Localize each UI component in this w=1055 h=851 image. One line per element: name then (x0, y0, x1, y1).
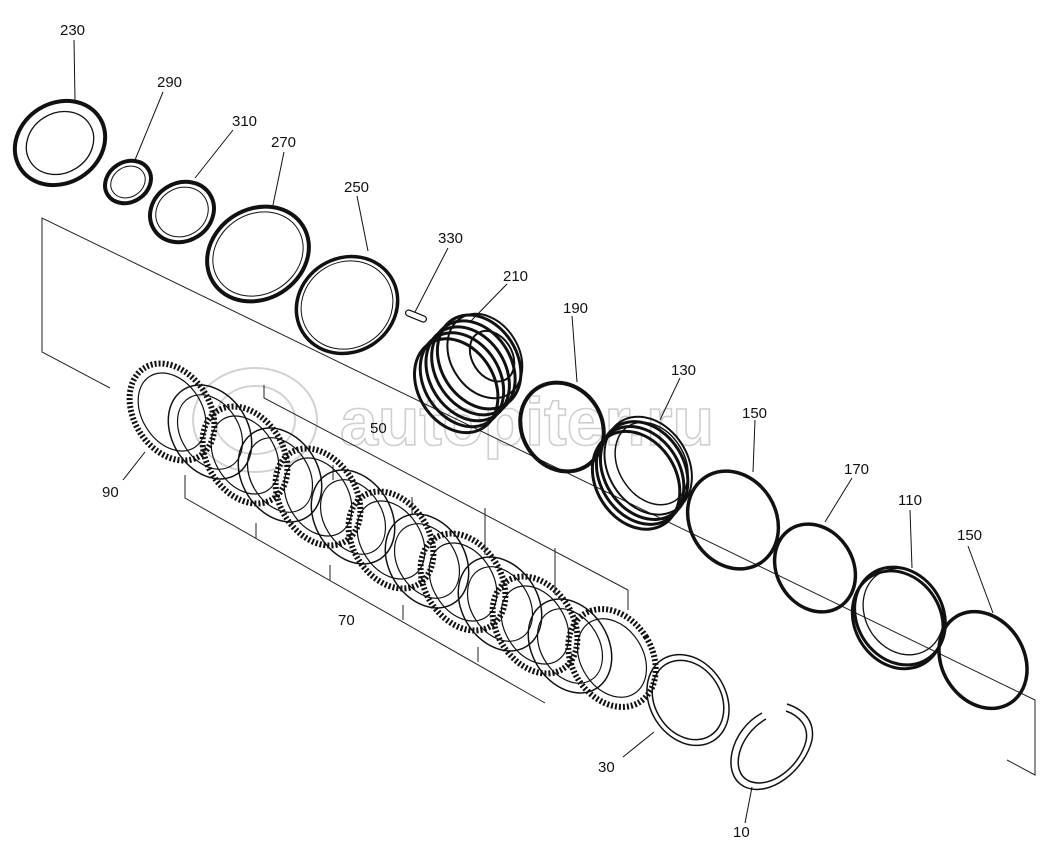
label-50: 50 (370, 420, 387, 437)
label-170: 170 (844, 461, 869, 478)
part-30-plate (646, 653, 730, 747)
label-150-upper: 150 (742, 405, 767, 422)
label-110: 110 (898, 492, 922, 509)
part-110-piston (850, 565, 947, 671)
part-310-ring (148, 179, 216, 245)
watermark: autopiter.ru (192, 367, 715, 473)
part-150-ring-upper (685, 469, 781, 571)
part-330-pin (404, 309, 428, 323)
leader-lines (73, 39, 994, 824)
part-190-ring (518, 380, 606, 474)
part-10-snap-ring (730, 703, 814, 791)
part-150-ring-lower (937, 609, 1029, 711)
label-210: 210 (503, 268, 528, 285)
part-290-ring (103, 158, 153, 206)
label-130: 130 (671, 362, 696, 379)
assembly-bracket (41, 217, 1036, 776)
part-130-piston (590, 415, 693, 531)
label-30: 30 (598, 759, 615, 776)
label-270: 270 (271, 134, 296, 151)
part-170-ring (772, 522, 858, 614)
part-230-washer (12, 98, 108, 188)
part-250-seal (294, 254, 400, 356)
label-290: 290 (157, 74, 182, 91)
label-70: 70 (338, 612, 355, 629)
label-330: 330 (438, 230, 463, 247)
part-210-piston (412, 312, 524, 435)
label-150-lower: 150 (957, 527, 982, 544)
label-230: 230 (60, 22, 85, 39)
label-190: 190 (563, 300, 588, 317)
label-310: 310 (232, 113, 257, 130)
clutch-pack (126, 360, 659, 710)
label-250: 250 (344, 179, 369, 196)
callout-labels: 230 290 310 270 250 330 210 190 130 150 … (60, 22, 982, 841)
part-270-seal (205, 204, 311, 304)
label-10: 10 (733, 824, 750, 841)
clutch-group-brackets (184, 385, 629, 704)
label-90: 90 (102, 484, 119, 501)
